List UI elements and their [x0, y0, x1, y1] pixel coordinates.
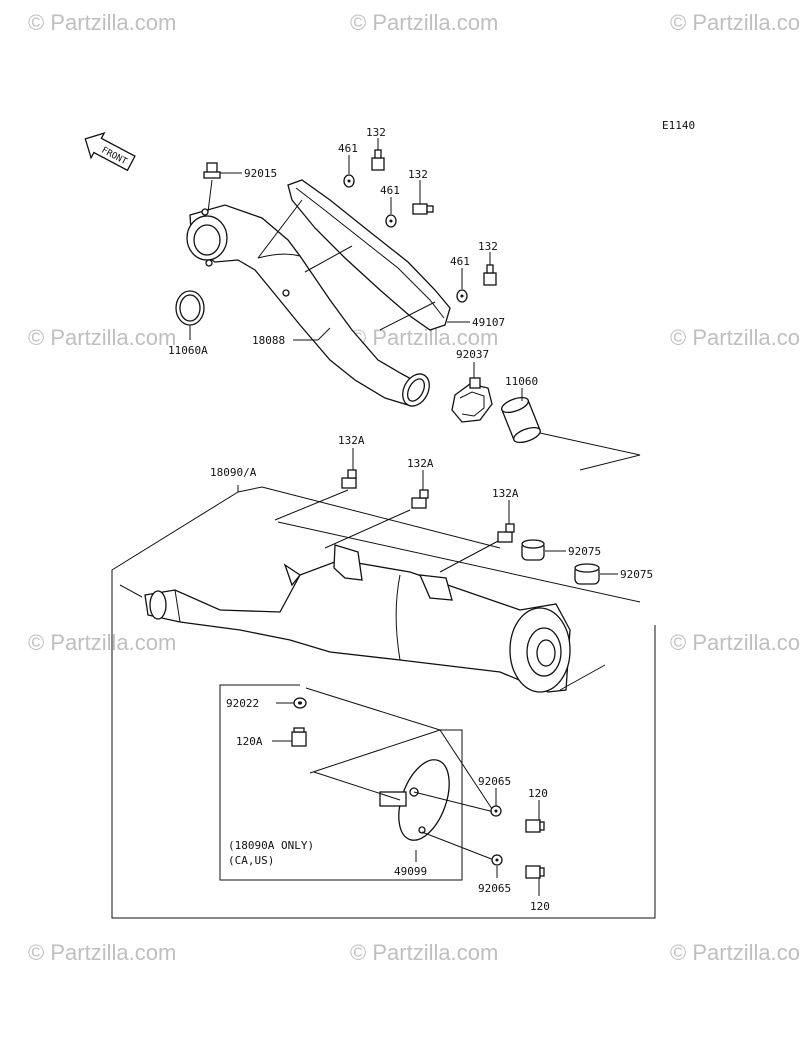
label-92075-b: 92075 [620, 568, 653, 581]
label-132-b: 132 [408, 168, 428, 181]
muffler-18090[interactable] [144, 544, 571, 693]
bolt-132A-a[interactable] [341, 469, 357, 489]
label-132A-c: 132A [492, 487, 519, 500]
label-92022: 92022 [226, 697, 259, 710]
watermark: © Partzilla.com [670, 10, 800, 35]
rubber-92075-a[interactable] [521, 539, 545, 561]
washer-92065-b[interactable] [491, 854, 503, 866]
label-120A: 120A [236, 735, 263, 748]
label-18090A: 18090/A [210, 466, 257, 479]
bolt-132A-b[interactable] [411, 489, 429, 509]
label-120-b: 120 [530, 900, 550, 913]
watermark: © Partzilla.com [28, 10, 176, 35]
washer-461-c[interactable] [456, 289, 468, 303]
bolt-92015[interactable] [203, 162, 221, 179]
watermark: © Partzilla.com [670, 940, 800, 965]
gasket-11060A[interactable] [175, 290, 205, 326]
bolt-120-b[interactable] [525, 865, 545, 879]
spark-arrestor-49099[interactable] [379, 753, 459, 847]
label-92015: 92015 [244, 167, 277, 180]
label-92075-a: 92075 [568, 545, 601, 558]
label-18088: 18088 [252, 334, 285, 347]
washer-92022[interactable] [293, 697, 307, 709]
note-model-only: (18090A ONLY) [228, 839, 314, 852]
label-132-c: 132 [478, 240, 498, 253]
washer-461-a[interactable] [343, 174, 355, 188]
bolt-120-a[interactable] [525, 819, 545, 833]
header-pipe-18088[interactable] [186, 204, 435, 411]
label-132A-b: 132A [407, 457, 434, 470]
label-461-c: 461 [450, 255, 470, 268]
watermark: © Partzilla.com [350, 940, 498, 965]
spark-arrestor-box [219, 684, 463, 881]
bolt-132-b[interactable] [412, 203, 434, 215]
label-461-b: 461 [380, 184, 400, 197]
label-49107: 49107 [472, 316, 505, 329]
washer-461-b[interactable] [385, 214, 397, 228]
bolt-132-a[interactable] [371, 149, 385, 171]
label-461-a: 461 [338, 142, 358, 155]
label-11060: 11060 [505, 375, 538, 388]
label-92065-a: 92065 [478, 775, 511, 788]
clamp-92037[interactable] [451, 377, 493, 423]
watermark: © Partzilla.com [670, 325, 800, 350]
watermark: © Partzilla.com [28, 325, 176, 350]
bolt-120A[interactable] [291, 727, 307, 747]
watermark: © Partzilla.com [28, 630, 176, 655]
label-92065-b: 92065 [478, 882, 511, 895]
gasket-11060[interactable] [500, 395, 542, 446]
label-132A-a: 132A [338, 434, 365, 447]
bolt-132A-c[interactable] [497, 523, 515, 543]
label-132-a: 132 [366, 126, 386, 139]
watermark: © Partzilla.com [28, 940, 176, 965]
bolt-132-c[interactable] [483, 264, 497, 286]
watermark-layer: © Partzilla.com © Partzilla.com © Partzi… [28, 10, 800, 965]
watermark: © Partzilla.com [350, 10, 498, 35]
rubber-92075-b[interactable] [574, 563, 600, 585]
note-regions: (CA,US) [228, 854, 274, 867]
label-49099: 49099 [394, 865, 427, 878]
label-92037: 92037 [456, 348, 489, 361]
diagram-code: E1140 [662, 119, 695, 132]
front-arrow-icon: FRONT [84, 131, 136, 172]
watermark: © Partzilla.com [670, 630, 800, 655]
washer-92065-a[interactable] [490, 805, 502, 817]
label-120-a: 120 [528, 787, 548, 800]
label-11060A: 11060A [168, 344, 208, 357]
muffler-assembly-box [111, 485, 656, 919]
